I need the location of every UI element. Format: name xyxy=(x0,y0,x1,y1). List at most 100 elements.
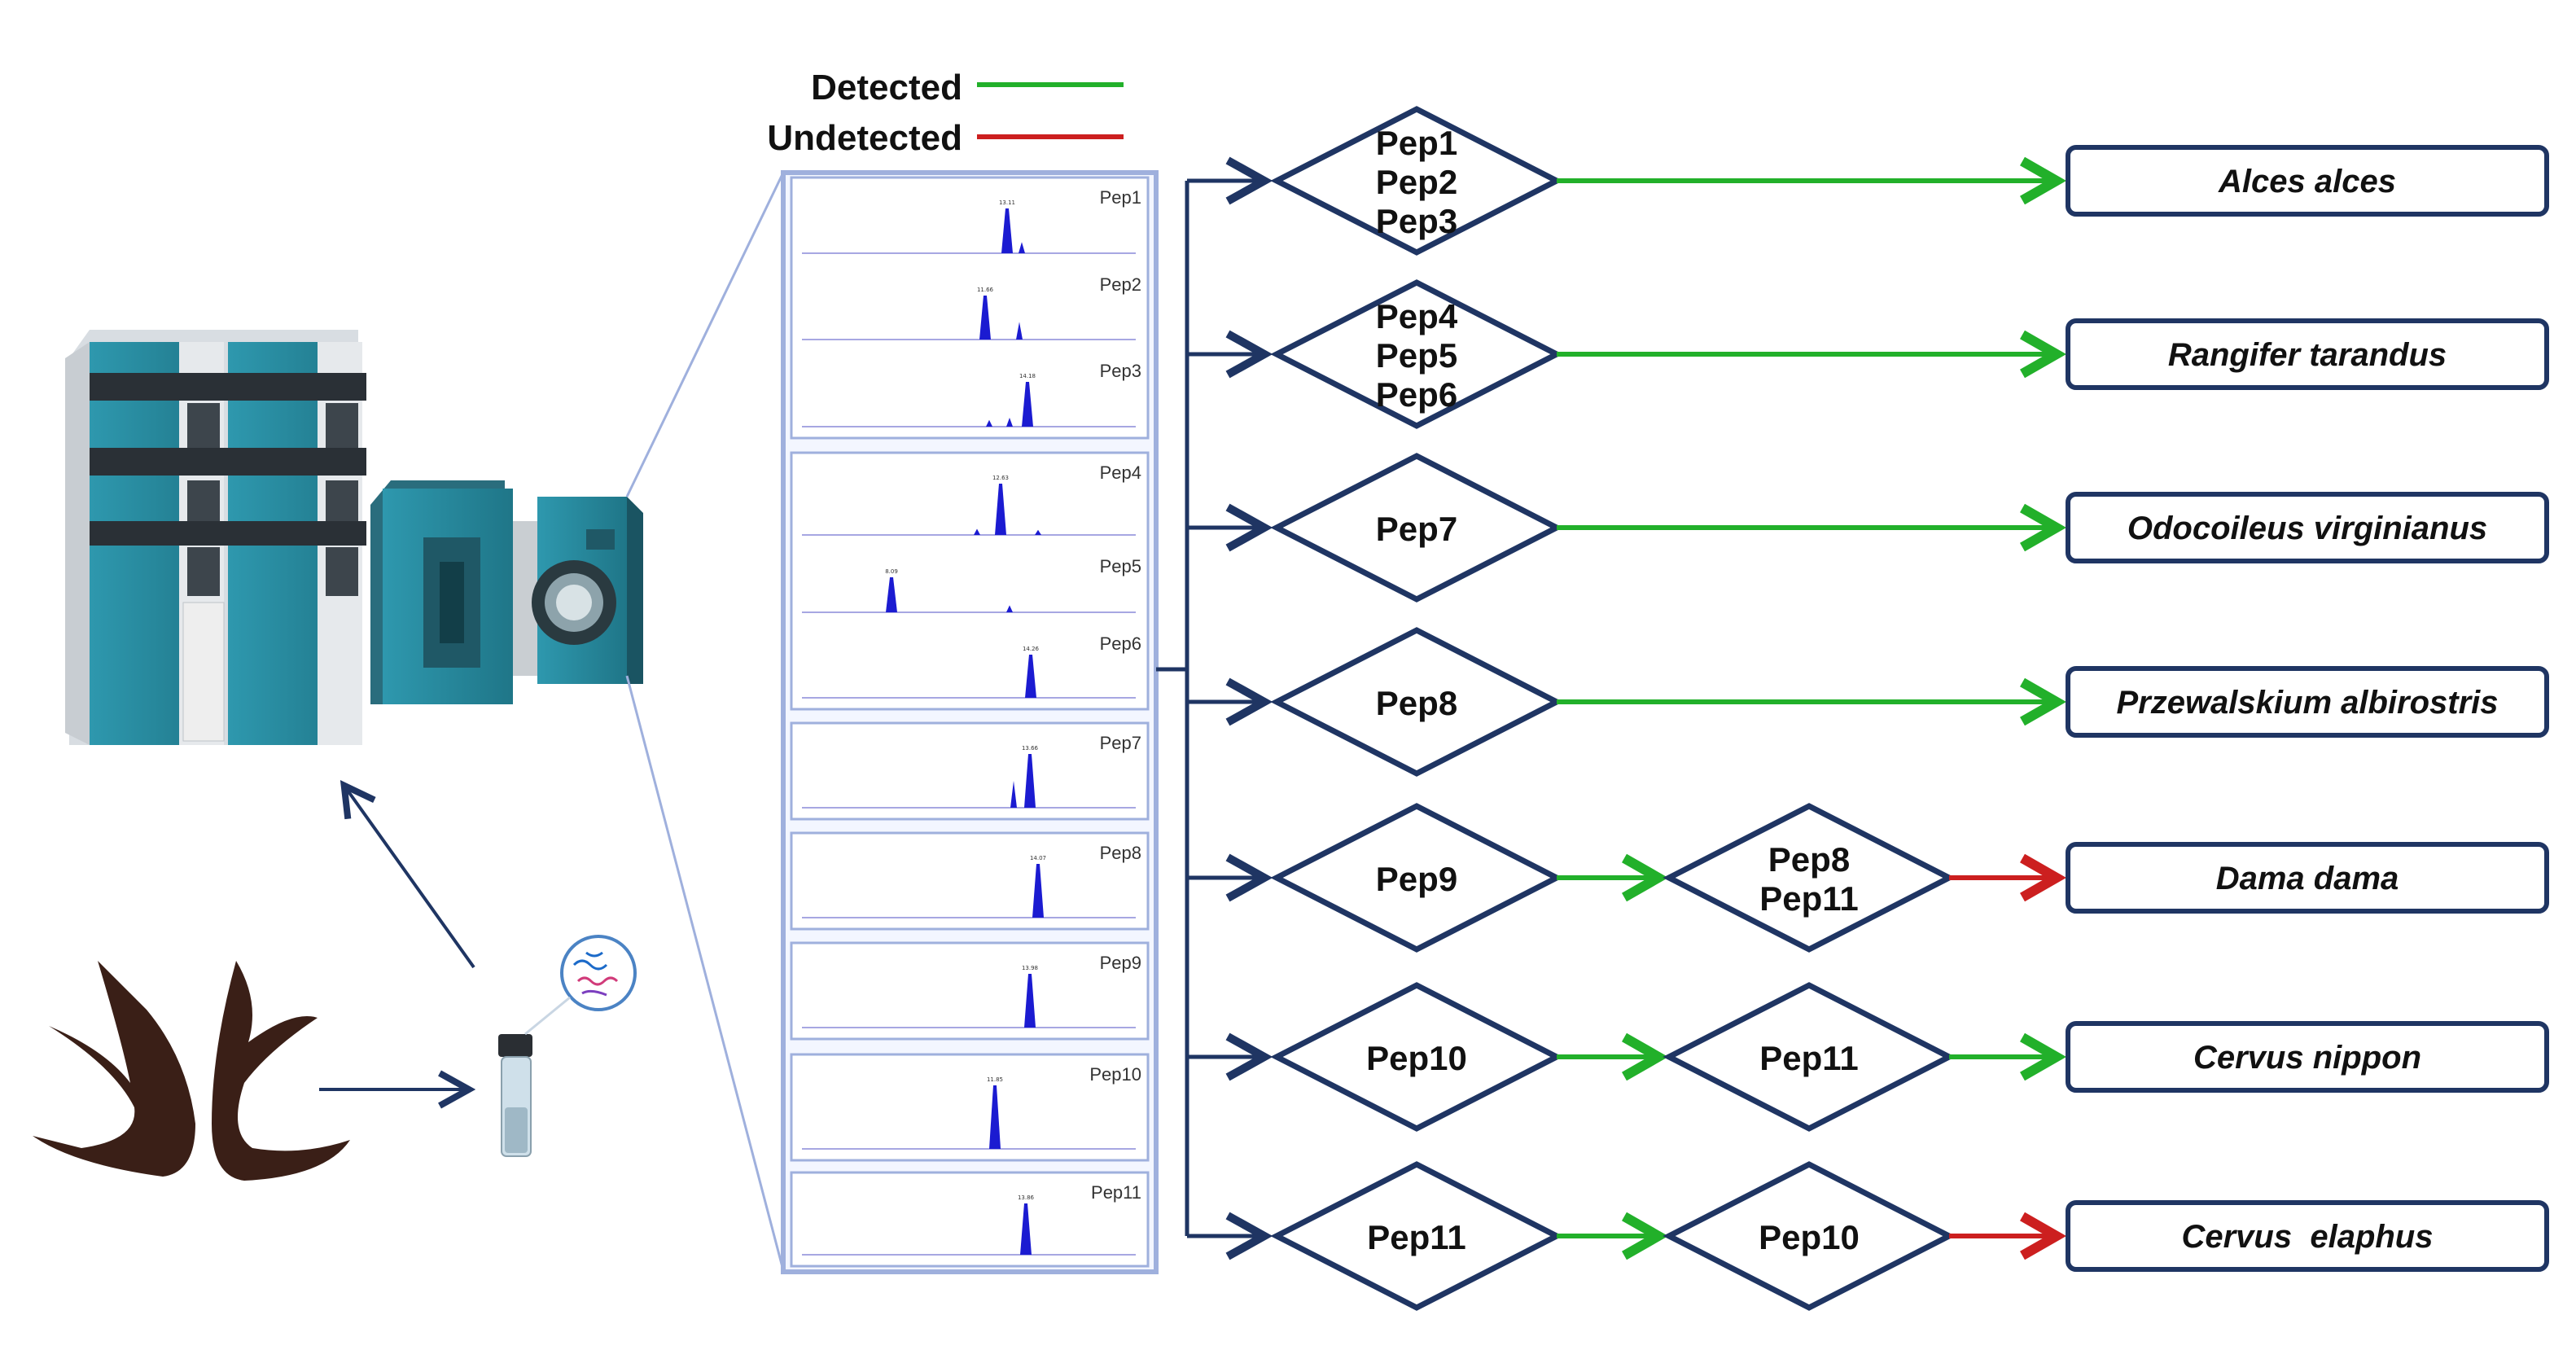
diamond-peptide-label: Pep8 xyxy=(1768,840,1850,879)
species-name: Dama dama xyxy=(2216,861,2399,896)
diamond-peptide-label: Pep7 xyxy=(1376,510,1457,548)
species-box xyxy=(2066,492,2549,563)
diamond-peptide-label: Pep11 xyxy=(1759,879,1858,918)
chromatogram-peak xyxy=(1001,208,1013,253)
decision-diamond xyxy=(1663,982,1956,1132)
species-name: Cervus nippon xyxy=(2193,1040,2421,1076)
zoom-line-top xyxy=(625,172,785,497)
species-box xyxy=(2066,1021,2549,1093)
chromatogram-peak xyxy=(995,484,1006,535)
species-name: Przewalskium albirostris xyxy=(2116,685,2498,721)
chromatogram-peak-label: 14.26 xyxy=(1023,646,1040,652)
chromatogram-label: Pep7 xyxy=(1100,733,1141,753)
chromatogram-peak-label: 8.09 xyxy=(885,568,898,575)
antler-sample-illustration xyxy=(33,961,350,1181)
chromatogram-label: Pep1 xyxy=(1100,187,1141,208)
chromatogram-peak-label: 11.85 xyxy=(987,1076,1003,1083)
decision-diamond xyxy=(1663,803,1956,953)
legend-undetected-label: Undetected xyxy=(767,118,962,158)
diamond-peptide-label: Pep11 xyxy=(1759,1039,1858,1077)
chromatogram-minor-peak xyxy=(1006,418,1013,427)
first-peptide-diamond: Pep10 xyxy=(1270,982,1563,1132)
diamond-peptide-label: Pep10 xyxy=(1366,1039,1467,1077)
chromatogram-peak xyxy=(1024,974,1036,1028)
first-peptide-diamond: Pep9 xyxy=(1270,803,1563,953)
decision-diamond xyxy=(1270,627,1563,777)
diamond-peptide-label: Pep9 xyxy=(1376,860,1457,898)
chromatogram-peak-label: 12.63 xyxy=(992,475,1009,481)
diamond-peptide-label: Pep10 xyxy=(1759,1218,1860,1256)
first-peptide-diamond: Pep11 xyxy=(1270,1161,1563,1311)
diamond-peptide-label: Pep6 xyxy=(1376,375,1457,414)
chromatogram-label: Pep5 xyxy=(1100,556,1141,576)
chromatogram-peak xyxy=(1022,382,1033,427)
chromatogram-peak-label: 11.66 xyxy=(977,287,994,293)
vial-to-instrument-arrow xyxy=(346,788,475,969)
species-box xyxy=(2066,145,2549,217)
chromatogram-label: Pep9 xyxy=(1100,953,1141,973)
diamond-peptide-label: Pep2 xyxy=(1376,163,1457,201)
chromatogram-label: Pep4 xyxy=(1100,462,1141,483)
species-name: Odocoileus virginianus xyxy=(2127,511,2487,546)
species-name: Rangifer tarandus xyxy=(2168,337,2447,373)
diamond-peptide-label: Pep3 xyxy=(1376,202,1457,240)
chromatogram-label: Pep11 xyxy=(1091,1182,1141,1203)
decision-diamond xyxy=(1270,453,1563,603)
chromatogram-peak-label: 14.07 xyxy=(1030,855,1046,861)
decision-diamond xyxy=(1270,803,1563,953)
chromatogram-group xyxy=(790,831,1150,931)
diamond-peptide-label: Pep8 xyxy=(1376,684,1457,722)
species-box xyxy=(2066,1200,2549,1272)
chromatogram-peak xyxy=(886,577,897,612)
chromatogram-label: Pep3 xyxy=(1100,361,1141,381)
chromatogram-minor-peak xyxy=(1010,781,1017,808)
lc-ms-instrument-illustration xyxy=(65,330,643,745)
second-peptide-diamond: Pep10 xyxy=(1663,1161,1956,1311)
species-name: Alces alces xyxy=(2218,164,2396,199)
chromatogram-group xyxy=(790,721,1150,821)
chromatogram-peak-label: 14.18 xyxy=(1019,373,1036,379)
diamond-peptide-label: Pep1 xyxy=(1376,124,1457,162)
chromatogram-group xyxy=(790,176,1150,440)
chromatogram-minor-peak xyxy=(1019,242,1025,253)
chromatogram-minor-peak xyxy=(974,528,980,535)
chromatogram-group xyxy=(790,1053,1150,1162)
chromatogram-peak-label: 13.66 xyxy=(1022,745,1039,752)
second-peptide-diamond: Pep11 xyxy=(1663,982,1956,1132)
species-box xyxy=(2066,318,2549,390)
decision-diamond xyxy=(1270,279,1563,429)
species-box xyxy=(2066,666,2549,738)
chromatogram-panel: 13.11 Pep1 11.66 Pep2 14.18 Pep3 12.63 Pep4 8.09… xyxy=(781,170,1159,1274)
first-peptide-diamond: Pep7 xyxy=(1270,453,1563,603)
chromatogram-group xyxy=(790,941,1150,1041)
zoom-line-bottom xyxy=(625,675,785,1271)
decision-diamond xyxy=(1270,1161,1563,1311)
chromatogram-group xyxy=(790,1171,1150,1268)
chromatogram-label: Pep10 xyxy=(1089,1064,1141,1085)
diamond-peptide-label: Pep11 xyxy=(1367,1218,1465,1256)
chromatogram-minor-peak xyxy=(1006,605,1013,612)
diamond-peptide-label: Pep4 xyxy=(1376,297,1458,335)
chromatogram-label: Pep6 xyxy=(1100,633,1141,654)
chromatogram-label: Pep2 xyxy=(1100,274,1141,295)
chromatogram-peak-label: 13.11 xyxy=(999,199,1015,206)
chromatogram-peak xyxy=(979,296,991,340)
species-name: Cervus elaphus xyxy=(2181,1219,2433,1255)
chromatogram-peak xyxy=(1024,754,1036,808)
chromatogram-peak xyxy=(989,1085,1001,1149)
decision-diamond xyxy=(1270,982,1563,1132)
chromatogram-minor-peak xyxy=(986,419,992,427)
diamond-peptide-label: Pep5 xyxy=(1376,336,1457,375)
legend-detected-label: Detected xyxy=(811,68,962,107)
first-peptide-diamond: Pep8 xyxy=(1270,627,1563,777)
decision-diamond xyxy=(1270,106,1563,256)
chromatogram-peak xyxy=(1020,1203,1032,1255)
chromatogram-minor-peak xyxy=(1035,529,1041,535)
chromatogram-peak-label: 13.86 xyxy=(1018,1194,1035,1201)
